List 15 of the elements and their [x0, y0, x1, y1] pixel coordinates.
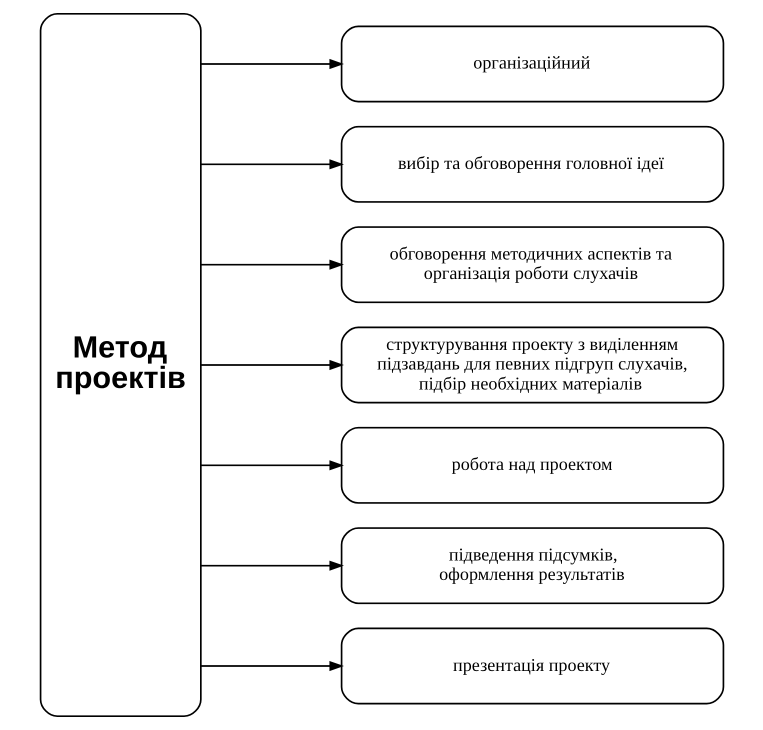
- arrow: [200, 560, 344, 571]
- node-box: підведення підсумків, оформлення результатів: [340, 527, 724, 604]
- arrow: [200, 460, 344, 470]
- arrow: [200, 360, 344, 370]
- node-box: структурування проекту з виділенням підзавдань для певних підгруп слухачів, підбір необхідних матеріалів: [340, 326, 724, 404]
- node-box: обговорення методичних аспектів та організація роботи слухачів: [340, 226, 724, 304]
- arrow: [200, 159, 344, 170]
- node-box: організаційний: [340, 26, 724, 102]
- node-box: робота над проектом: [340, 426, 724, 504]
- node-box: Метод проектів: [39, 12, 202, 718]
- node-box: презентація проекту: [340, 628, 724, 704]
- node-box: вибір та обговорення головної ідеї: [340, 126, 724, 203]
- arrow: [200, 660, 344, 672]
- arrow: [200, 58, 344, 70]
- arrow: [200, 260, 344, 270]
